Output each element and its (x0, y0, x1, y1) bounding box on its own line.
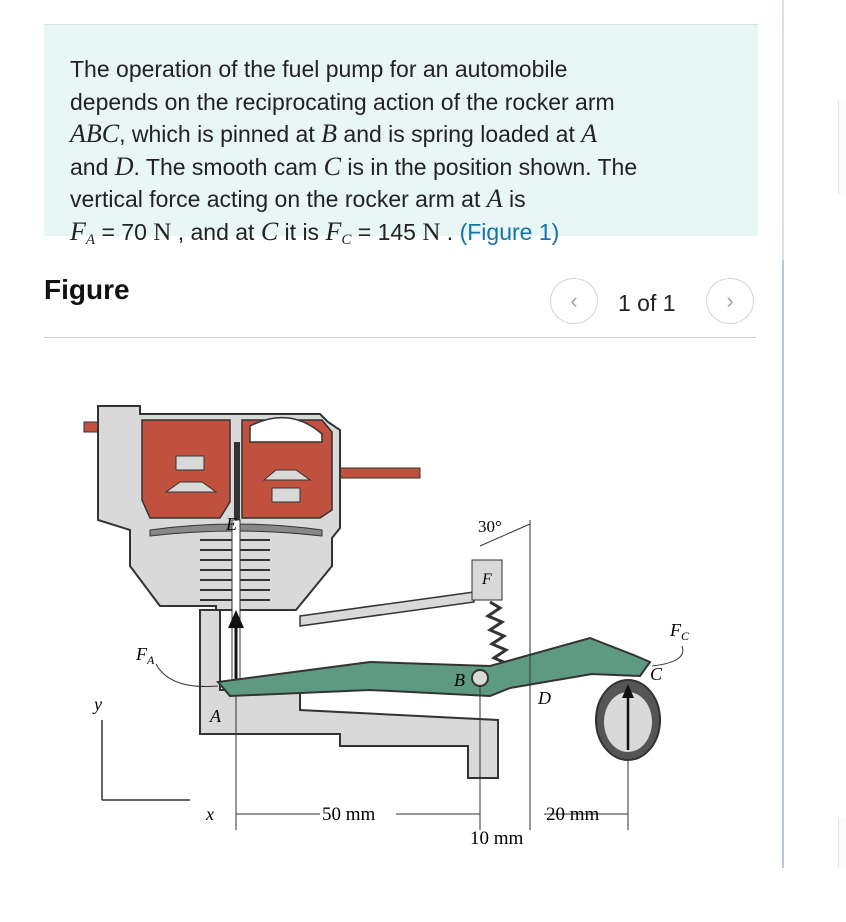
side-panel-edge (838, 100, 846, 194)
fuel-outlet-pipe (339, 467, 421, 479)
force-c-subscript: C (341, 231, 352, 248)
spring-bracket (299, 591, 475, 627)
problem-line: , which is pinned at (119, 121, 322, 147)
label-f: F (481, 571, 492, 588)
problem-line: . The smooth cam (133, 153, 324, 180)
problem-line: is (502, 186, 526, 212)
air-dome (249, 416, 323, 443)
force-a-subscript: A (85, 231, 96, 248)
label-a: A (209, 706, 222, 726)
problem-line: depends on the reciprocating action of t… (70, 88, 615, 115)
next-figure-button[interactable]: › (706, 278, 754, 324)
label-b: B (454, 670, 465, 690)
label-angle: 30° (478, 517, 502, 536)
figure-link[interactable]: (Figure 1) (459, 218, 560, 245)
fa-leader (155, 663, 219, 688)
spring-seat-f (471, 559, 503, 601)
dimension-20mm: 20 mm (546, 804, 600, 825)
point-c-symbol: C (260, 216, 279, 246)
pin-symbol: B (321, 119, 338, 148)
force-c-value: = 145 (351, 218, 423, 245)
fuel-pump-diagram: E 30° F FA FC B D C A y x 50 mm 10 mm 20… (83, 405, 690, 849)
figure-header: Figure ‹ 1 of 1 › (44, 270, 756, 338)
cam-force-arrowhead (622, 684, 634, 698)
chevron-right-icon: › (726, 288, 734, 313)
outlet-valve-body (271, 487, 301, 503)
dimension-10mm: 10 mm (470, 828, 524, 849)
label-fc: FC (669, 620, 690, 643)
force-a-value: = 70 (95, 218, 154, 245)
force-unit: N (422, 218, 441, 246)
rocker-arm-symbol: ABC (70, 119, 120, 148)
pushrod-arrow (228, 610, 244, 628)
problem-line: vertical force acting on the rocker arm … (70, 186, 487, 212)
lower-housing (199, 609, 499, 779)
problem-line: and is spring loaded at (337, 121, 582, 147)
problem-line: . (440, 218, 460, 245)
inlet-valve-body (175, 455, 205, 471)
problem-line: is in the position shown. The (340, 153, 638, 180)
previous-figure-button[interactable]: ‹ (550, 278, 598, 324)
problem-line: The operation of the fuel pump for an au… (70, 56, 568, 82)
fuel-pump-figure: E 30° F FA FC B D C A y x 50 mm 10 mm 20… (70, 370, 730, 870)
label-d: D (537, 688, 551, 708)
label-x: x (205, 804, 214, 824)
rocker-arm (216, 636, 652, 698)
dimension-50mm: 50 mm (322, 804, 376, 825)
problem-line: it is (278, 218, 326, 245)
point-d-symbol: D (114, 151, 134, 181)
side-panel-edge-bottom (838, 818, 846, 868)
pin-b (471, 669, 489, 687)
chevron-left-icon: ‹ (570, 288, 578, 313)
outlet-chamber (241, 419, 333, 519)
label-fa: FA (135, 644, 155, 667)
problem-line: and (70, 153, 115, 180)
panel-divider-top (782, 0, 784, 260)
force-unit: N (153, 218, 172, 246)
chamber-divider (234, 442, 240, 520)
inlet-valve-disc (164, 481, 218, 493)
problem-statement: The operation of the fuel pump for an au… (70, 53, 740, 256)
cam-symbol: C (323, 151, 341, 181)
point-a-symbol: A (581, 119, 598, 148)
figure-title: Figure (44, 274, 130, 305)
outlet-valve-disc (262, 469, 312, 481)
problem-statement-card: The operation of the fuel pump for an au… (44, 24, 758, 248)
point-a-symbol: A (486, 184, 503, 213)
fc-leader (651, 645, 684, 667)
force-a-symbol: F (70, 216, 86, 246)
force-c-symbol: F (325, 216, 342, 246)
problem-line: , and at (171, 218, 261, 245)
angle-line (479, 523, 531, 547)
rocker-spring (484, 600, 512, 674)
label-e: E (225, 514, 237, 534)
page-counter: 1 of 1 (618, 290, 676, 316)
panel-divider (782, 0, 784, 868)
label-c: C (650, 664, 663, 684)
label-y: y (92, 694, 102, 714)
